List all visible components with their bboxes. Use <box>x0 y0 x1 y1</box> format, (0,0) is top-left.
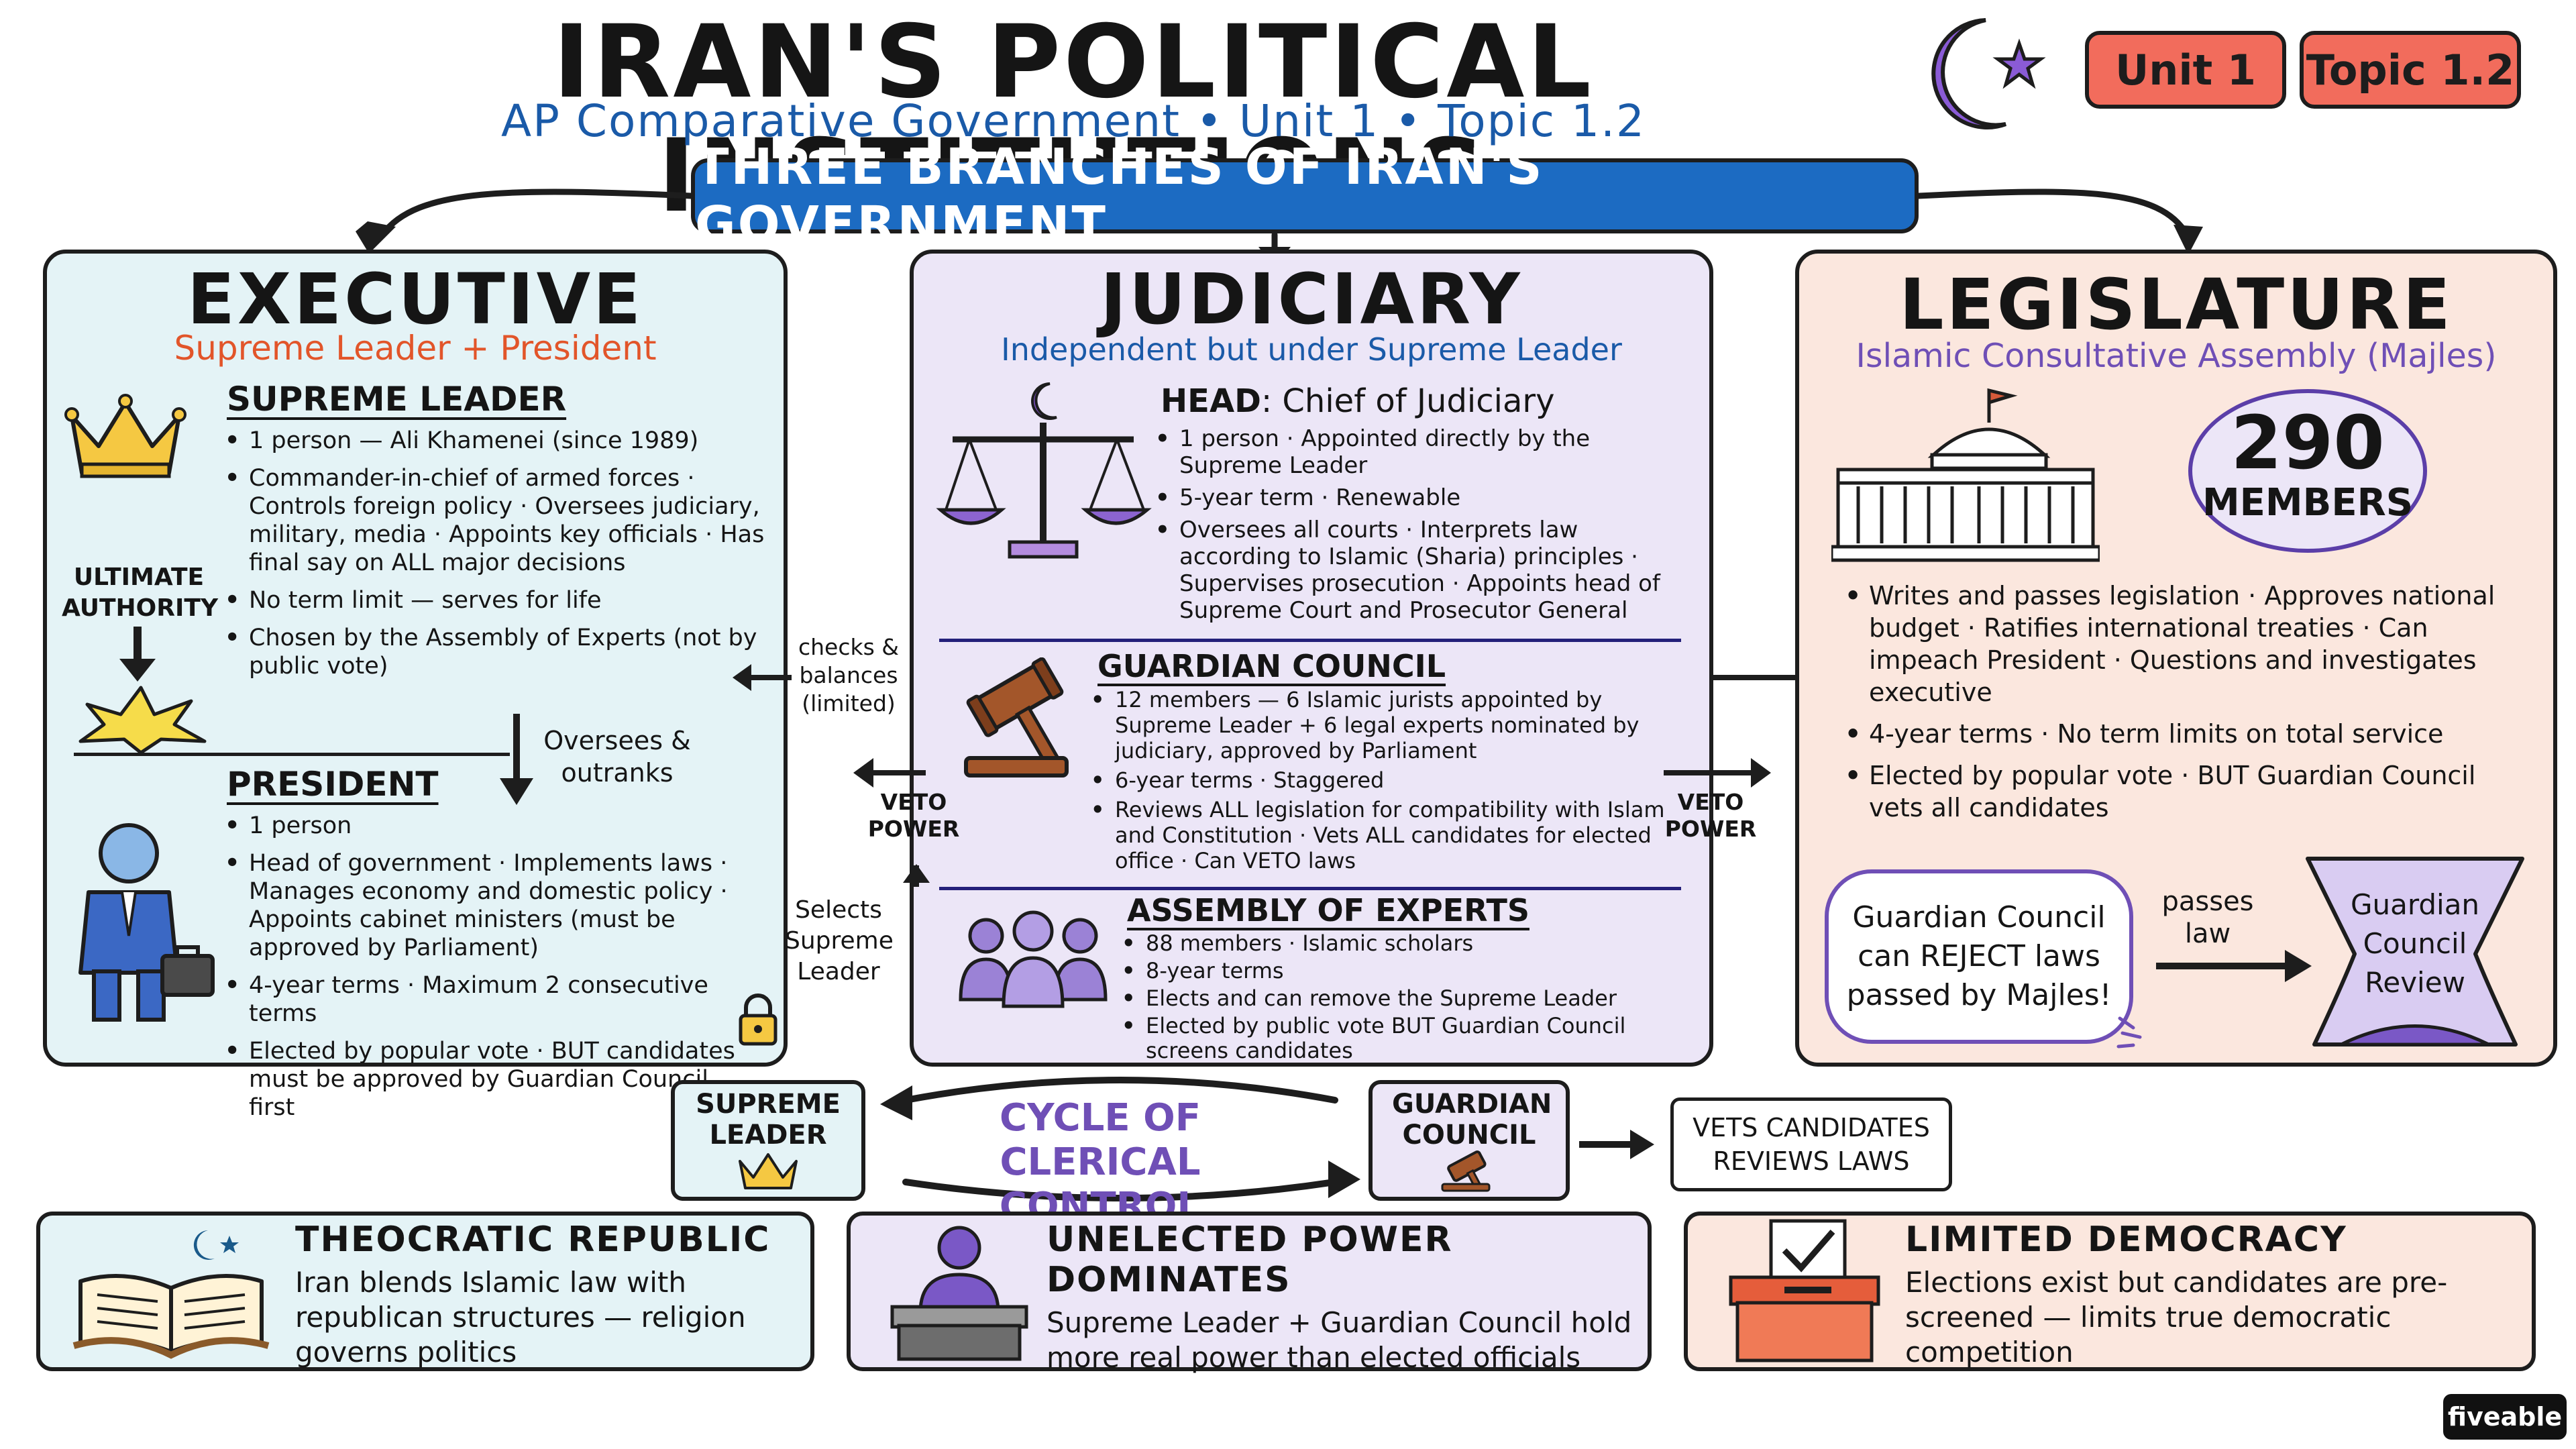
parliament-building-icon <box>1831 388 2100 562</box>
cycle-arrows <box>880 1077 1360 1201</box>
passes-law-arrow <box>2156 950 2312 982</box>
head-role: : Chief of Judiciary <box>1260 382 1555 420</box>
legislature-subtitle: Islamic Consultative Assembly (Majles) <box>1856 337 2497 375</box>
head-label: HEAD <box>1161 382 1261 420</box>
checks-balances-label: checks & balances (limited) <box>798 634 900 716</box>
list-item: No term limit — serves for life <box>225 586 768 614</box>
list-item: Elected by popular vote · BUT Guardian C… <box>1845 759 2536 824</box>
president-icon <box>78 823 215 1022</box>
vets-candidates-box: VETS CANDIDATES REVIEWS LAWS <box>1670 1097 1952 1191</box>
official-at-desk-icon <box>890 1226 1028 1361</box>
topic-badge: Topic 1.2 <box>2300 31 2521 109</box>
list-item: 4-year terms · No term limits on total s… <box>1845 718 2536 750</box>
quran-book-icon <box>72 1230 270 1359</box>
judiciary-divider-1 <box>939 639 1681 642</box>
cycle-supreme-leader-label: SUPREME LEADER <box>696 1089 841 1150</box>
down-arrow-icon <box>119 627 156 682</box>
list-item: 6-year terms · Staggered <box>1091 767 1681 793</box>
crown-icon <box>739 1153 798 1189</box>
list-item: 1 person — Ali Khamenei (since 1989) <box>225 427 768 455</box>
bubble-sparks <box>2116 1016 2142 1049</box>
takeaway-limited-content: LIMITED DEMOCRACY Elections exist but ca… <box>1905 1220 2522 1370</box>
judiciary-subtitle: Independent but under Supreme Leader <box>1001 331 1622 368</box>
guardian-reject-bubble: Guardian Council can REJECT laws passed … <box>1825 869 2133 1044</box>
assembly-people-icon <box>959 910 1108 1008</box>
ultimate-authority-label: ULTIMATE AUTHORITY <box>62 564 219 622</box>
scales-of-justice-icon <box>936 382 1152 559</box>
judiciary-head-details: 1 person · Appointed directly by the Sup… <box>1155 425 1692 629</box>
crown-icon <box>64 394 186 478</box>
legislature-details: Writes and passes legislation · Approves… <box>1845 580 2536 833</box>
list-item: Elects and can remove the Supreme Leader <box>1122 986 1685 1012</box>
selects-supreme-leader-label: Selects Supreme Leader <box>785 896 894 985</box>
assembly-of-experts-details: 88 members · Islamic scholars 8-year ter… <box>1122 931 1685 1066</box>
lock-icon <box>739 994 777 1046</box>
cycle-title: CYCLE OF CLERICAL CONTROL <box>999 1096 1201 1228</box>
list-item: 1 person <box>225 812 761 840</box>
takeaway-title: LIMITED DEMOCRACY <box>1905 1220 2347 1260</box>
gavel-icon <box>1441 1150 1491 1192</box>
oversees-arrow <box>500 714 533 805</box>
assembly-of-experts-heading: ASSEMBLY OF EXPERTS <box>1127 892 1529 928</box>
judiciary-title: JUDICIARY <box>1100 258 1523 340</box>
unit-badge: Unit 1 <box>2085 31 2286 109</box>
takeaway-body: Supreme Leader + Guardian Council hold m… <box>1046 1306 1632 1374</box>
panel-connector-arrows <box>733 664 1798 887</box>
executive-subtitle: Supreme Leader + President <box>174 329 657 368</box>
list-item: Chosen by the Assembly of Experts (not b… <box>225 624 768 680</box>
fiveable-logo: fiveable <box>2443 1394 2567 1440</box>
cycle-supreme-leader-box: SUPREME LEADER <box>671 1080 865 1201</box>
gavel-icon <box>964 657 1069 777</box>
president-details: 1 person Head of government · Implements… <box>225 812 761 1131</box>
veto-power-left-label: VETO POWER <box>867 789 960 842</box>
takeaway-body: Elections exist but candidates are pre-s… <box>1905 1266 2448 1368</box>
supreme-leader-details: 1 person — Ali Khamenei (since 1989) Com… <box>225 427 768 690</box>
guardian-council-details: 12 members — 6 Islamic jurists appointed… <box>1091 687 1681 877</box>
banner-arrows <box>356 189 2203 268</box>
list-item: 12 members — 6 Islamic jurists appointed… <box>1091 687 1681 763</box>
vets-candidates-label: VETS CANDIDATES REVIEWS LAWS <box>1693 1113 1930 1176</box>
takeaway-title: UNELECTED POWER DOMINATES <box>1046 1220 1453 1300</box>
list-item: 5-year term · Renewable <box>1155 484 1692 511</box>
executive-divider <box>74 753 510 756</box>
list-item: 8-year terms <box>1122 959 1685 984</box>
legislature-title: LEGISLATURE <box>1899 264 2453 345</box>
page-subtitle: AP Comparative Government • Unit 1 • Top… <box>500 95 1646 147</box>
guardian-council-heading: GUARDIAN COUNCIL <box>1097 648 1446 684</box>
list-item: Oversees all courts · Interprets law acc… <box>1155 517 1692 624</box>
vets-arrow <box>1579 1130 1654 1159</box>
list-item: 88 members · Islamic scholars <box>1122 931 1685 957</box>
cycle-guardian-council-label: GUARDIAN COUNCIL <box>1392 1089 1552 1150</box>
list-item: Elected by popular vote · BUT candidates… <box>225 1037 761 1122</box>
list-item: Elected by public vote BUT Guardian Coun… <box>1122 1014 1685 1063</box>
cycle-guardian-council-box: GUARDIAN COUNCIL <box>1368 1080 1570 1201</box>
ballot-box-icon <box>1729 1219 1880 1362</box>
judiciary-divider-2 <box>939 887 1681 890</box>
judiciary-head-heading: HEAD: Chief of Judiciary <box>1161 382 1555 420</box>
guardian-review-label: Guardian Council Review <box>2350 888 2480 999</box>
takeaway-unelected-content: UNELECTED POWER DOMINATES Supreme Leader… <box>1046 1220 1637 1375</box>
list-item: 1 person · Appointed directly by the Sup… <box>1155 425 1692 479</box>
list-item: Head of government · Implements laws · M… <box>225 849 761 962</box>
takeaway-body: Iran blends Islamic law with republican … <box>295 1266 746 1368</box>
oversees-label: Oversees & outranks <box>543 726 691 788</box>
members-count-badge: 290 MEMBERS <box>2188 389 2427 553</box>
executive-title: EXECUTIVE <box>186 258 644 340</box>
members-label: MEMBERS <box>2202 481 2414 525</box>
list-item: 4-year terms · Maximum 2 consecutive ter… <box>225 971 761 1028</box>
list-item: Writes and passes legislation · Approves… <box>1845 580 2536 708</box>
passes-law-label: passes law <box>2161 886 2254 949</box>
list-item: Commander-in-chief of armed forces · Con… <box>225 464 768 577</box>
president-heading: PRESIDENT <box>227 765 439 804</box>
supreme-leader-heading: SUPREME LEADER <box>227 380 567 419</box>
list-item: Reviews ALL legislation for compatibilit… <box>1091 797 1681 873</box>
veto-power-right-label: VETO POWER <box>1664 789 1757 842</box>
guardian-review-funnel <box>2306 857 2524 1046</box>
bubble-text: Guardian Council can REJECT laws passed … <box>1846 900 2112 1012</box>
crescent-star-icon <box>1931 18 2046 129</box>
takeaway-theocratic-content: THEOCRATIC REPUBLIC Iran blends Islamic … <box>295 1220 805 1370</box>
members-number: 290 <box>2231 400 2385 486</box>
takeaway-title: THEOCRATIC REPUBLIC <box>295 1220 771 1260</box>
